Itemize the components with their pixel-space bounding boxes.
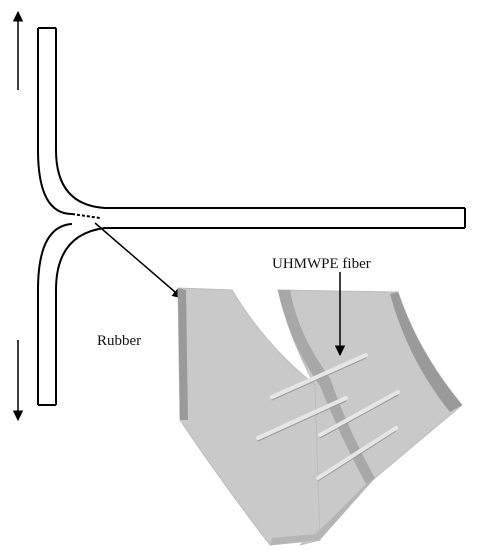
- lower-arm-outer-edge: [37, 223, 73, 405]
- crack-tip-line: [71, 213, 101, 219]
- uhmwpe-fiber: [256, 396, 348, 440]
- rubber-interface-band: [278, 290, 375, 484]
- rubber-right-side-face: [390, 292, 462, 412]
- uhmwpe-fiber-group: [256, 353, 400, 480]
- uhmwpe-fiber-shading: [257, 357, 399, 482]
- uhmwpe-fiber: [318, 390, 400, 437]
- rubber-label: Rubber: [97, 333, 141, 349]
- uhmwpe-fiber: [270, 353, 368, 399]
- rubber-left-side-face: [178, 288, 188, 420]
- zoom-leader-arrow: [94, 222, 183, 299]
- uhmwpe-fiber-shadow: [257, 400, 347, 442]
- uhmwpe-fiber-shadow: [319, 394, 399, 439]
- zoomed-crack-tip-view: [177, 287, 463, 546]
- uhmwpe-fiber-shadow: [317, 430, 397, 482]
- rubber-bottom-face: [270, 478, 375, 545]
- uhmwpe-fiber: [316, 426, 398, 480]
- uhmwpe-fiber-label: UHMWPE fiber: [272, 256, 371, 272]
- uhmwpe-fiber-shadow: [271, 357, 367, 401]
- upper-arm-outer-edge: [37, 28, 73, 215]
- upper-arm-inner-edge: [55, 28, 465, 209]
